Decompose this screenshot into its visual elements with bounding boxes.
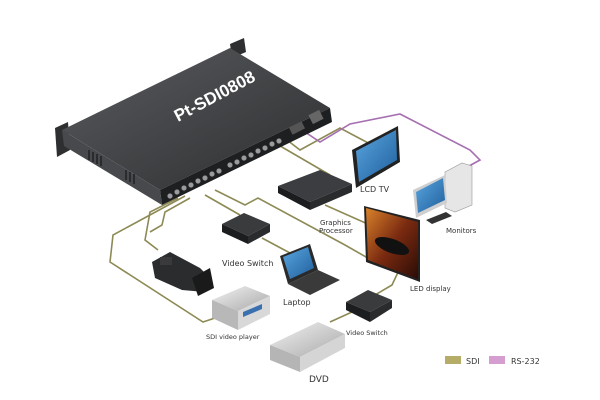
lcd-tv: LCD TV	[352, 126, 400, 194]
laptop: Laptop	[280, 244, 340, 307]
legend-swatch-sdi	[445, 356, 461, 364]
dvd-player: DVD	[270, 322, 345, 385]
rs232-cables	[295, 113, 482, 173]
matrix-switcher: Pt-SDI0808	[55, 38, 332, 205]
video-switch-top-label: Video Switch	[222, 259, 273, 268]
cable-graphics-in	[274, 142, 331, 176]
graphics-processor: Graphics Processor	[278, 170, 353, 235]
cable-led-switch-bottom	[374, 267, 401, 296]
legend-label-sdi: SDI	[466, 357, 480, 366]
led-display: LED display	[364, 206, 451, 293]
cable-video-switch-top	[204, 194, 241, 216]
video-switch-bottom: Video Switch	[346, 290, 392, 337]
dvd-label: DVD	[309, 375, 329, 385]
cable-camera	[144, 197, 179, 251]
graphics-processor-label-1: Graphics	[320, 219, 351, 227]
camera	[152, 252, 214, 296]
cable-lcd-tv	[286, 127, 373, 151]
cable-switch-laptop	[261, 237, 291, 254]
sdi-video-player: SDI video player	[206, 286, 270, 341]
sdi-video-player-label: SDI video player	[206, 333, 260, 341]
cable-rs232-monitors	[295, 113, 482, 173]
lcd-tv-label: LCD TV	[360, 185, 390, 194]
legend: SDI RS-232	[445, 356, 540, 366]
sdi-cables	[109, 127, 401, 323]
video-switch-top: Video Switch	[222, 213, 273, 268]
laptop-label: Laptop	[283, 298, 311, 307]
legend-label-rs232: RS-232	[511, 357, 540, 366]
monitors-label: Monitors	[446, 227, 477, 235]
cable-sdi-player	[109, 195, 216, 323]
cable-sdi-player-2	[149, 197, 191, 233]
video-switch-bottom-label: Video Switch	[346, 329, 388, 337]
graphics-processor-label-2: Processor	[319, 227, 353, 235]
cable-switch-dvd	[329, 311, 353, 323]
led-display-label: LED display	[410, 285, 451, 293]
cable-long-led	[214, 189, 381, 266]
monitors-pc: Monitors	[413, 162, 477, 235]
legend-swatch-rs232	[489, 356, 505, 364]
cable-graphics-led	[324, 204, 371, 226]
